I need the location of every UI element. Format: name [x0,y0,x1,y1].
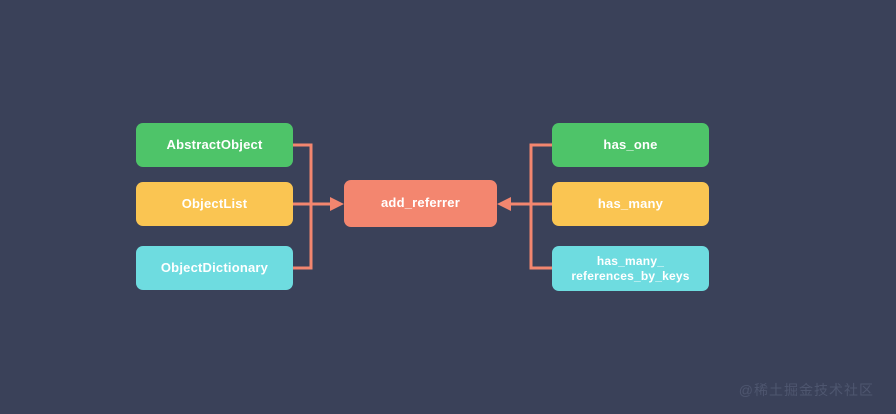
node-objectdictionary-label: ObjectDictionary [160,259,269,275]
node-has-one[interactable]: has_one [552,123,709,167]
node-abstractobject-label: AbstractObject [166,136,263,152]
node-objectdictionary[interactable]: ObjectDictionary [136,246,293,290]
node-abstractobject[interactable]: AbstractObject [136,123,293,167]
node-add-referrer-label: add_referrer [381,195,460,211]
node-add-referrer[interactable]: add_referrer [344,180,497,227]
node-has-many-references-by-keys[interactable]: has_many_ references_by_keys [552,246,709,291]
node-has-many[interactable]: has_many [552,182,709,226]
watermark: @稀土掘金技术社区 [738,382,874,398]
node-has-one-label: has_one [603,136,658,152]
node-has-many-label: has_many [597,195,664,211]
arrowhead-right-to-center [497,197,511,211]
node-objectlist[interactable]: ObjectList [136,182,293,226]
arrowhead-left-to-center [330,197,344,211]
node-objectlist-label: ObjectList [181,195,248,211]
node-has-many-references-by-keys-label: has_many_ references_by_keys [571,253,690,283]
